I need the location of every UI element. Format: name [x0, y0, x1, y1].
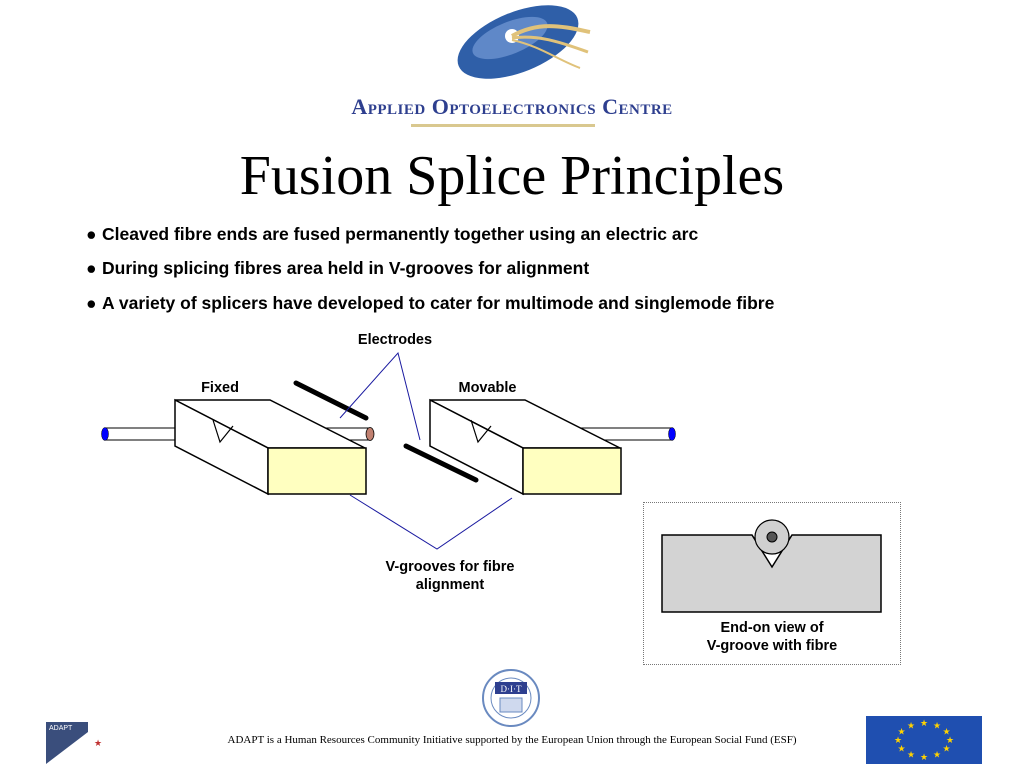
- adapt-star-icon: ★: [94, 739, 102, 749]
- end-on-view-figure: [661, 519, 882, 613]
- bullet-dot: ●: [86, 293, 97, 313]
- end-on-view-label-line1: End-on view of: [720, 620, 824, 636]
- bullet-text: During splicing fibres area held in V-gr…: [102, 258, 590, 278]
- eu-star-icon: ★: [907, 751, 915, 761]
- eu-star-icon: ★: [942, 745, 950, 755]
- fixed-label: Fixed: [201, 380, 239, 396]
- eu-star-icon: ★: [942, 728, 950, 738]
- eu-star-icon: ★: [897, 728, 905, 738]
- adapt-logo-text: ADAPT: [49, 725, 73, 732]
- bullet-text: A variety of splicers have developed to …: [102, 293, 775, 313]
- bullet-item: ●Cleaved fibre ends are fused permanentl…: [86, 224, 698, 245]
- eu-star-icon: ★: [920, 719, 928, 729]
- electrodes-callout: [339, 351, 421, 441]
- organization-name: Applied Optoelectronics Centre: [351, 94, 673, 119]
- eu-star-icon: ★: [946, 736, 954, 746]
- movable-label: Movable: [458, 380, 517, 396]
- bullet-item: ●During splicing fibres area held in V-g…: [86, 258, 589, 279]
- slide-title: Fusion Splice Principles: [239, 145, 785, 207]
- bullet-text: Cleaved fibre ends are fused permanently…: [102, 224, 699, 244]
- eu-star-icon: ★: [894, 736, 902, 746]
- footer-text: ADAPT is a Human Resources Community Ini…: [227, 734, 797, 746]
- fixed-v-groove-block: [174, 398, 367, 496]
- eu-star-icon: ★: [907, 721, 915, 731]
- bullet-dot: ●: [86, 224, 97, 244]
- eu-star-icon: ★: [933, 751, 941, 761]
- fibre-core: [766, 531, 778, 543]
- electrodes-label: Electrodes: [357, 332, 433, 348]
- dit-seal-logo: D·I·T: [482, 669, 540, 727]
- eu-star-icon: ★: [920, 753, 928, 763]
- dit-seal-text: D·I·T: [501, 684, 522, 694]
- v-grooves-callout: [349, 494, 513, 550]
- aoc-logo: [457, 5, 591, 79]
- bullet-dot: ●: [86, 258, 97, 278]
- upper-electrode: [293, 380, 369, 421]
- eu-star-icon: ★: [897, 745, 905, 755]
- v-grooves-label-line2: alignment: [415, 577, 485, 593]
- eu-flag-icon: ★★★★★★★★★★★★: [866, 716, 982, 764]
- v-grooves-label-line1: V-grooves for fibre: [385, 559, 515, 575]
- organization-underline: [411, 124, 595, 127]
- movable-v-groove-block: [429, 398, 622, 496]
- eu-star-icon: ★: [933, 721, 941, 731]
- end-on-view-frame: [643, 502, 901, 665]
- lower-electrode: [403, 443, 479, 483]
- bullet-item: ●A variety of splicers have developed to…: [86, 293, 774, 314]
- end-on-view-label-line2: V-groove with fibre: [706, 638, 838, 654]
- adapt-logo: ADAPT ★: [46, 722, 102, 764]
